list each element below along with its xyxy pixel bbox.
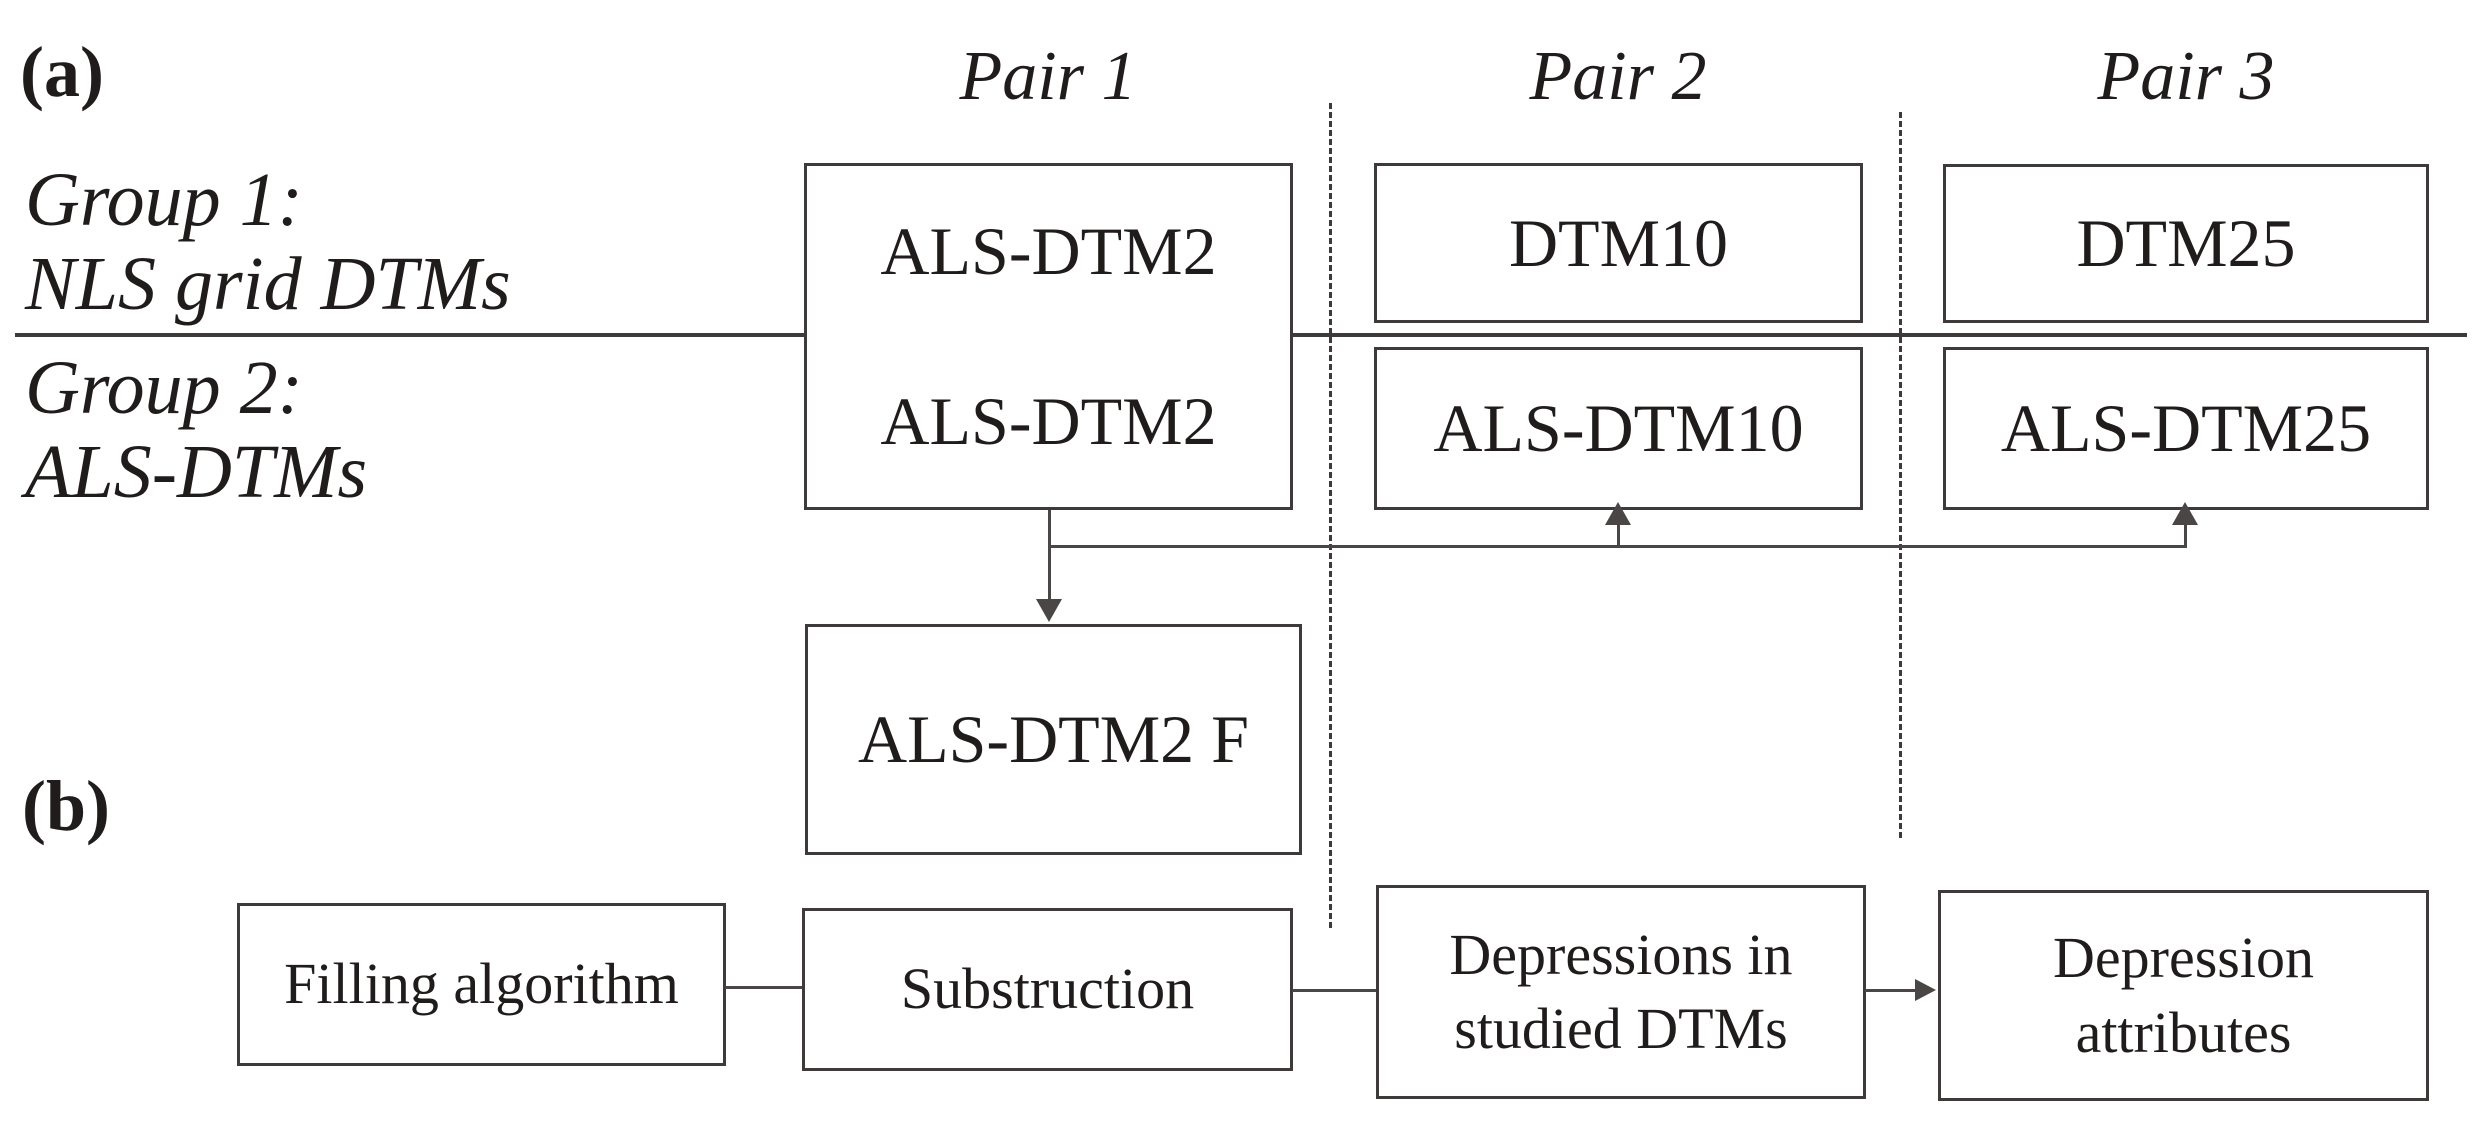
group-1-label-line2: NLS grid DTMs — [25, 242, 511, 326]
box-filling-algorithm-label: Filling algorithm — [284, 951, 679, 1017]
group-2-label-line2: ALS-DTMs — [25, 430, 368, 514]
flow-arrow-head-icon — [1915, 979, 1936, 1001]
pair-1-header: Pair 1 — [959, 38, 1137, 115]
flow-connector-2 — [1292, 989, 1377, 992]
box-substruction-label: Substruction — [900, 956, 1195, 1022]
pair-divider-2 — [1899, 112, 1902, 838]
box-als-dtm25-label: ALS-DTM25 — [2000, 390, 2372, 467]
panel-b-label: (b) — [22, 766, 110, 846]
box-pair1-top-cell: ALS-DTM2 — [807, 166, 1290, 337]
box-als-dtm2-f-label: ALS-DTM2 F — [857, 701, 1250, 778]
group-2-label-line1: Group 2: — [25, 346, 303, 430]
flow-connector-1 — [725, 986, 803, 989]
panel-a-label: (a) — [20, 32, 104, 112]
box-depression-attributes-label-line1: Depression — [2053, 925, 2314, 991]
box-als-dtm10: ALS-DTM10 — [1374, 347, 1863, 510]
box-substruction: Substruction — [802, 908, 1293, 1071]
box-depression-attributes: Depression attributes — [1938, 890, 2429, 1101]
box-filling-algorithm: Filling algorithm — [237, 903, 726, 1066]
box-pair1-top-label: ALS-DTM2 — [880, 212, 1217, 289]
box-dtm25: DTM25 — [1943, 164, 2429, 323]
box-pair1-als-dtm2: ALS-DTM2 ALS-DTM2 — [804, 163, 1293, 510]
arrow-down-line — [1048, 510, 1051, 602]
group-1-label-line1: Group 1: — [25, 158, 303, 242]
arrow-down-head-icon — [1036, 599, 1062, 622]
box-dtm10-label: DTM10 — [1508, 204, 1729, 281]
box-pair1-bottom-label: ALS-DTM2 — [880, 383, 1217, 460]
box-pair1-bottom-cell: ALS-DTM2 — [807, 337, 1290, 508]
box-depressions-label-line1: Depressions in — [1449, 921, 1793, 987]
box-depressions: Depressions in studied DTMs — [1376, 885, 1866, 1099]
arrow-up-als-dtm10-line — [1617, 523, 1620, 548]
box-als-dtm25: ALS-DTM25 — [1943, 347, 2429, 510]
box-depressions-label-line2: studied DTMs — [1454, 996, 1788, 1061]
arrow-up-als-dtm25-line — [2184, 523, 2187, 548]
box-dtm25-label: DTM25 — [2076, 205, 2296, 282]
pair-3-header: Pair 3 — [2097, 38, 2275, 115]
box-als-dtm10-label: ALS-DTM10 — [1433, 390, 1804, 467]
arrow-up-als-dtm25-head-icon — [2172, 502, 2198, 525]
box-depression-attributes-label-line2: attributes — [2075, 999, 2292, 1065]
flow-arrow-line — [1865, 989, 1917, 992]
arrow-up-als-dtm10-head-icon — [1605, 502, 1631, 525]
box-dtm10: DTM10 — [1374, 163, 1863, 323]
pair-divider-1 — [1329, 103, 1332, 928]
box-als-dtm2-f: ALS-DTM2 F — [805, 624, 1302, 855]
pair-2-header: Pair 2 — [1529, 38, 1707, 115]
